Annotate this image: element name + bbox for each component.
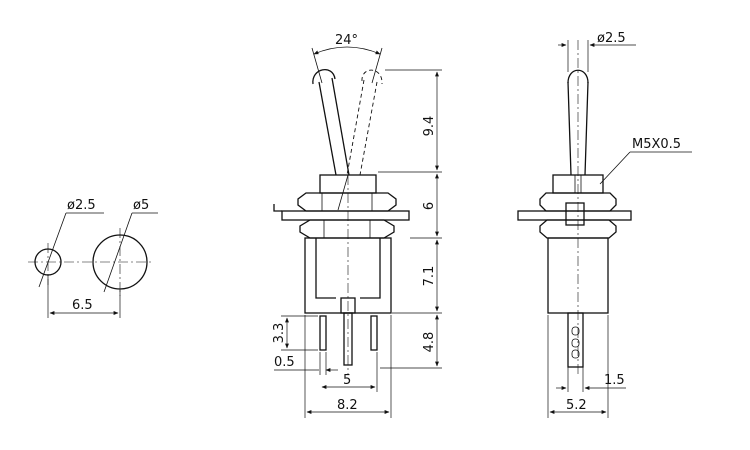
- mounting-holes-view: ø2.5 ø5 6.5: [28, 198, 158, 318]
- side-view: ø2.5 M5X0.5 1.5 5.2: [517, 31, 692, 418]
- upper-nut: [297, 192, 397, 212]
- terminal-pitch-label: 5: [343, 373, 351, 388]
- panel-washer: [281, 210, 410, 221]
- side-panel-washer: [517, 210, 632, 221]
- large-hole-dia-label: ø5: [133, 198, 149, 213]
- lever-tip-dia-label: ø2.5: [597, 31, 626, 46]
- side-terminal: [567, 312, 584, 368]
- washer-tab: [273, 204, 282, 212]
- side-washer-key: [565, 202, 585, 226]
- lever-height-label: 9.4: [422, 116, 437, 137]
- thread-leader: [599, 151, 631, 185]
- terminal-length-label: 4.8: [422, 332, 437, 353]
- terminal-right: [370, 315, 378, 351]
- lever-dashed: [346, 79, 378, 176]
- leader-large-dia: [103, 212, 133, 293]
- leader-small-dia: [38, 212, 67, 288]
- bushing-height-label: 6: [422, 202, 437, 210]
- lower-nut: [299, 219, 395, 239]
- thread-spec-label: M5X0.5: [632, 137, 681, 152]
- terminal-width-label: 0.5: [274, 355, 295, 370]
- body-width-label: 8.2: [337, 398, 358, 413]
- side-width-label: 5.2: [566, 398, 587, 413]
- angle-arc: [313, 46, 381, 55]
- small-hole-dia-label: ø2.5: [67, 198, 96, 213]
- lever-angle-label: 24°: [335, 33, 358, 48]
- lever-solid: [318, 77, 350, 176]
- body-height-label: 7.1: [422, 266, 437, 287]
- side-lower-nut: [539, 219, 617, 239]
- hole-spacing-label: 6.5: [72, 298, 93, 313]
- terminal-left: [319, 315, 327, 351]
- terminal-offset-label: 3.3: [272, 323, 287, 344]
- terminal-thickness-label: 1.5: [604, 373, 625, 388]
- body-inner: [315, 238, 381, 299]
- front-view: 24° 9.4 6 7.1: [272, 33, 442, 418]
- side-lever: [567, 81, 589, 176]
